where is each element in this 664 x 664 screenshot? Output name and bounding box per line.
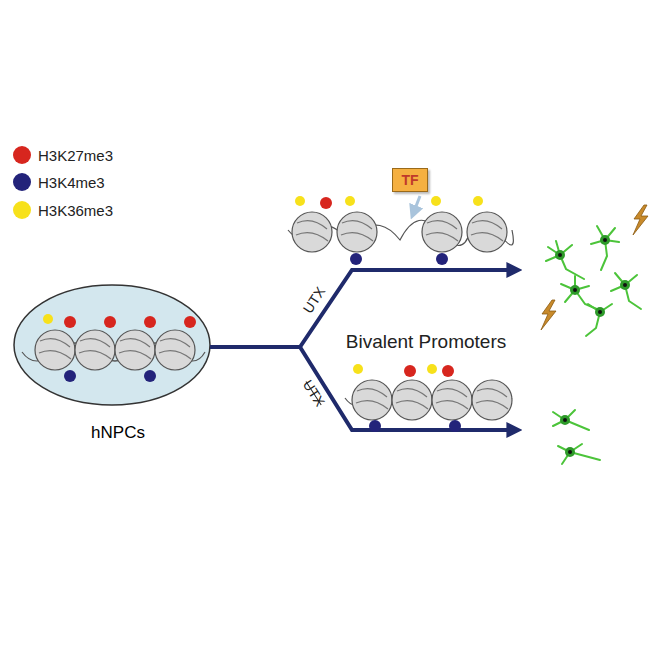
legend-swatch	[13, 146, 31, 164]
tf-label: TF	[401, 172, 418, 188]
node-label: hNPCs	[91, 423, 145, 443]
center-label: Bivalent Promoters	[346, 331, 507, 353]
legend-text: H3K36me3	[38, 202, 113, 219]
tf-box: TF	[392, 168, 427, 192]
legend-swatch	[13, 173, 31, 191]
legend-text: H3K27me3	[38, 147, 113, 164]
legend-swatch	[13, 201, 31, 219]
cell-node: hNPCs	[91, 423, 145, 443]
legend-text: H3K4me3	[38, 174, 105, 191]
